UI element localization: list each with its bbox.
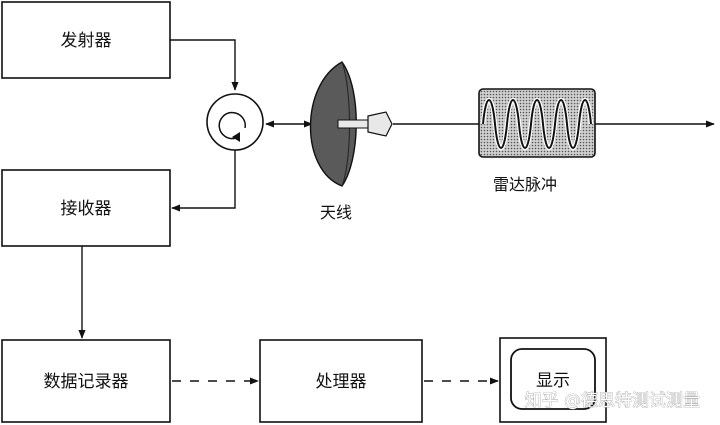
processor-label: 处理器 [316,372,367,392]
data-recorder-block: 数据记录器 [1,339,171,423]
antenna-dish [309,61,393,187]
display-label: 显示 [536,371,570,391]
watermark: 知乎 @德思特测试测量 [525,391,700,411]
circulator [206,93,264,151]
transmitter-to-circulator-arrow [170,39,239,91]
radar-pulse [478,88,596,158]
circulator-to-receiver-arrow [171,150,236,212]
antenna-label: 天线 [320,203,352,222]
receiver-label: 接收器 [61,199,112,219]
display-block: 显示 [499,337,607,423]
transmitter-block: 发射器 [1,1,171,79]
data-recorder-label: 数据记录器 [44,372,129,392]
processor-block: 处理器 [259,339,423,423]
radar-pulse-label: 雷达脉冲 [493,175,557,194]
receiver-block: 接收器 [1,169,171,247]
transmitter-label: 发射器 [61,31,112,51]
